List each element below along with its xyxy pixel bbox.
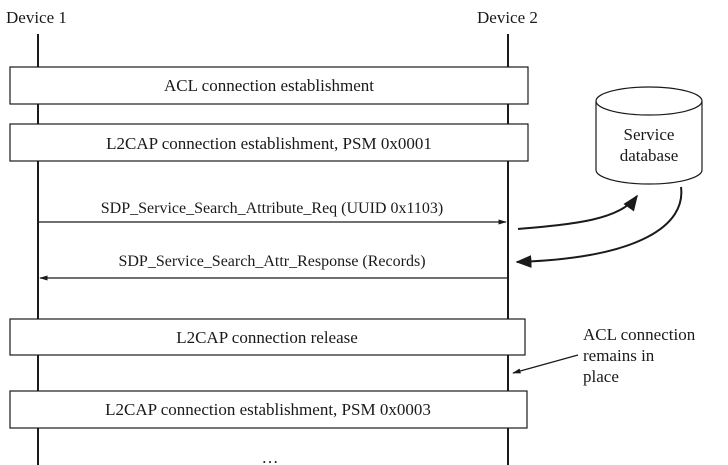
lookup-arrow: [517, 194, 638, 230]
acl-establishment-label: ACL connection establishment: [164, 76, 374, 95]
continuation-ellipsis: …: [262, 448, 279, 465]
acl-note-arrow: [512, 354, 579, 374]
service-database-icon: Service database: [595, 86, 703, 185]
l2cap-release-box: L2CAP connection release: [9, 318, 526, 356]
database-label-line1: Service: [624, 125, 675, 144]
l2cap-establishment-3-box: L2CAP connection establishment, PSM 0x00…: [9, 390, 528, 429]
acl-note-line3: place: [583, 367, 619, 386]
device-2-label: Device 2: [477, 8, 538, 27]
device-1-label: Device 1: [6, 8, 67, 27]
l2cap-establishment-1-box: L2CAP connection establishment, PSM 0x00…: [9, 123, 529, 162]
l2cap-establishment-3-label: L2CAP connection establishment, PSM 0x00…: [105, 400, 431, 419]
acl-note-line1: ACL connection: [583, 325, 696, 344]
acl-note-line2: remains in: [583, 346, 655, 365]
sdp-request-label: SDP_Service_Search_Attribute_Req (UUID 0…: [101, 200, 443, 217]
sdp-response-label: SDP_Service_Search_Attr_Response (Record…: [118, 253, 425, 270]
records-arrow: [515, 186, 683, 268]
l2cap-release-label: L2CAP connection release: [176, 328, 358, 347]
l2cap-establishment-1-label: L2CAP connection establishment, PSM 0x00…: [106, 134, 432, 153]
acl-establishment-box: ACL connection establishment: [9, 66, 529, 105]
database-label-line2: database: [620, 146, 679, 165]
